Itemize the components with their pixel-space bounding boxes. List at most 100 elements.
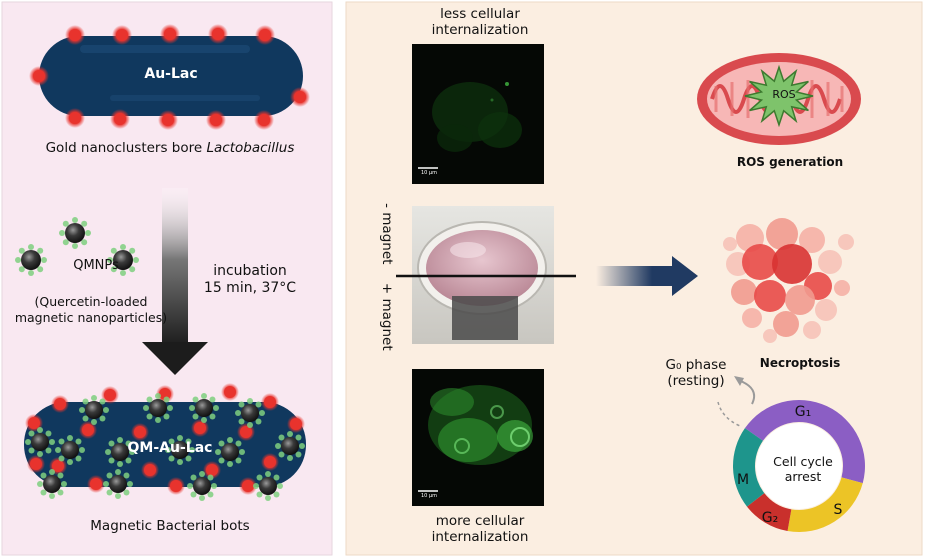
quercetin-dot: [190, 491, 197, 498]
quercetin-dot: [163, 413, 170, 420]
gold-nanocluster-core: [69, 112, 81, 124]
quercetin-dot: [155, 417, 161, 423]
quercetin-dot: [45, 430, 52, 437]
quercetin-dot: [28, 447, 35, 454]
quercetin-dot: [62, 239, 69, 246]
bot-decorations: [25, 383, 305, 501]
nanoparticle-core: [21, 250, 41, 270]
microscopy-bottom-signal: [428, 385, 533, 465]
quercetin-dot: [28, 430, 35, 437]
quercetin-dot: [108, 457, 115, 464]
qmnps-label: QMNPs: [73, 258, 119, 273]
more-internalization-line1: more cellular: [435, 513, 525, 529]
quercetin-dot: [129, 449, 135, 455]
quercetin-dot: [247, 398, 253, 404]
ros-label: ROS: [772, 88, 796, 101]
quercetin-dot: [49, 493, 55, 499]
quercetin-dot: [177, 435, 183, 441]
cell-fragment: [723, 237, 737, 251]
magnetic-nanoparticle: [143, 393, 173, 423]
gold-nanocluster-core: [212, 28, 224, 40]
phase-g1-label: G₁: [794, 404, 812, 420]
quercetin-dot: [143, 405, 149, 411]
quercetin-dot: [265, 495, 271, 501]
magnetic-nanoparticle: [25, 427, 55, 457]
gold-nanocluster-core: [164, 28, 176, 40]
more-internalization-line2: internalization: [431, 529, 529, 545]
quercetin-dot: [129, 266, 136, 273]
cell-cycle-center: [756, 423, 842, 509]
bots-caption: Magnetic Bacterial bots: [90, 518, 250, 534]
g0-phase-line1: G₀ phase: [665, 357, 727, 373]
gold-nanocluster-core: [264, 456, 276, 468]
nanoparticle-core: [61, 441, 79, 459]
g0-phase-line2: (resting): [667, 373, 725, 389]
quercetin-dot: [201, 417, 207, 423]
quercetin-dot: [189, 405, 195, 411]
quercetin-dot: [277, 483, 283, 489]
magnetic-nanoparticle: [253, 471, 283, 501]
magnetic-nanoparticle: [55, 435, 85, 465]
quercetin-dot: [57, 489, 64, 496]
nanoparticle-core: [221, 443, 239, 461]
incubation-line2: 15 min, 37°C: [203, 280, 297, 296]
magnetic-nanoparticle: [189, 393, 219, 423]
gold-nanocluster-core: [170, 480, 182, 492]
quercetin-dot: [115, 469, 121, 475]
quercetin-dot: [103, 481, 109, 487]
quercetin-dot: [256, 491, 263, 498]
quercetin-dot: [49, 469, 55, 475]
cell-fragment: [731, 279, 757, 305]
magnetic-nanoparticle: [59, 217, 91, 249]
gold-nanocluster-core: [162, 114, 174, 126]
cell-fragment: [754, 280, 786, 312]
quercetin-dot: [253, 483, 259, 489]
cell-fragment: [763, 329, 777, 343]
quercetin-dot: [67, 459, 73, 465]
quercetin-dot: [189, 447, 195, 453]
qm-au-lac-label: QM-Au-Lac: [127, 440, 213, 456]
quercetin-dot: [75, 455, 82, 462]
quercetin-dot: [235, 410, 241, 416]
qmnps-description-line2: magnetic nanoparticles): [14, 310, 168, 325]
cell-cycle-line2: arrest: [784, 469, 822, 484]
cell-fragment: [834, 280, 850, 296]
quercetin-dot: [201, 393, 207, 399]
quercetin-dot: [108, 440, 115, 447]
quercetin-dot: [99, 415, 106, 422]
gold-nanocluster-core: [206, 464, 218, 476]
quercetin-dot: [177, 459, 183, 465]
quercetin-dot: [37, 427, 43, 433]
quercetin-dot: [299, 443, 305, 449]
gold-nanocluster-core: [69, 29, 81, 41]
quercetin-dot: [120, 270, 126, 276]
gold-nanocluster-core: [210, 114, 222, 126]
quercetin-dot: [106, 472, 113, 479]
quercetin-dot: [72, 243, 78, 249]
nanoparticle-core: [65, 223, 85, 243]
quercetin-dot: [146, 396, 153, 403]
quercetin-dot: [256, 474, 263, 481]
g0-dashed-arrow: [717, 401, 741, 427]
magnetic-nanoparticle: [37, 469, 67, 499]
quercetin-dot: [82, 398, 89, 405]
quercetin-dot: [273, 474, 280, 481]
quercetin-dot: [218, 440, 225, 447]
quercetin-dot: [255, 418, 262, 425]
cell-fragment: [838, 234, 854, 250]
outcome-arrow: [596, 256, 698, 296]
quercetin-dot: [235, 440, 242, 447]
microscopy-top-signal: [432, 82, 522, 152]
magnetic-nanoparticle: [275, 431, 305, 461]
quercetin-dot: [295, 434, 302, 441]
quercetin-dot: [235, 457, 242, 464]
quercetin-dot: [106, 489, 113, 496]
nanoparticle-core: [31, 433, 49, 451]
cell-fragment: [742, 308, 762, 328]
gold-nanocluster-core: [82, 424, 94, 436]
quercetin-dot: [40, 489, 47, 496]
quercetin-dot: [117, 437, 123, 443]
nanoparticle-core: [113, 250, 133, 270]
quercetin-dot: [287, 431, 293, 437]
gold-caption-text: Gold nanoclusters bore: [45, 140, 203, 156]
